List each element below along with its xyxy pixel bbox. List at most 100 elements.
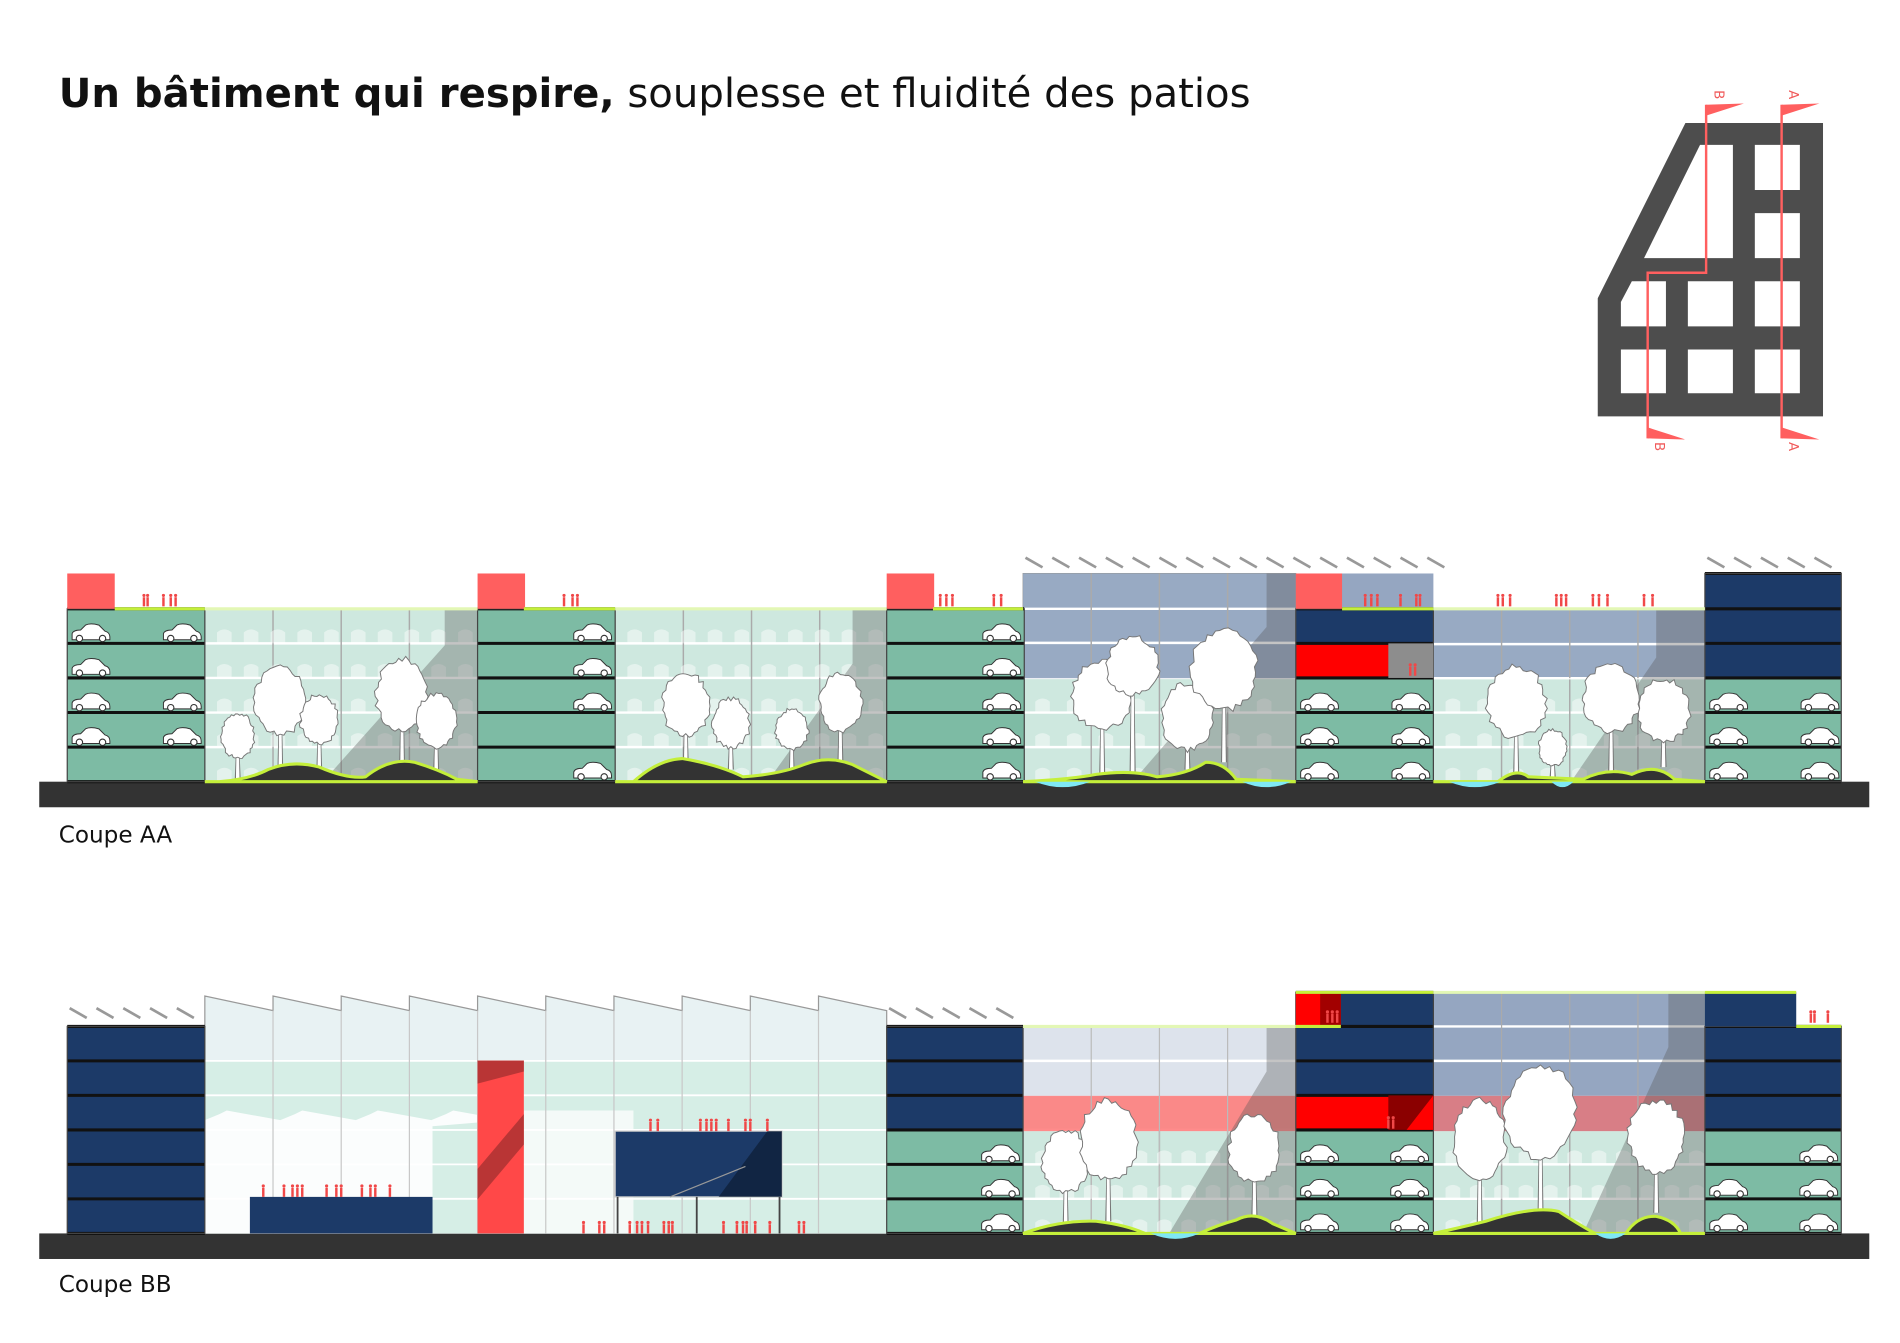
car-icon <box>1391 692 1431 712</box>
parked-car-silhouette <box>1278 1184 1294 1199</box>
car-wheel <box>1008 1155 1016 1164</box>
person-icon <box>1501 593 1505 607</box>
car-wheel <box>1736 773 1744 781</box>
tree-icon <box>1637 678 1692 768</box>
car-wheel <box>75 703 84 712</box>
water-pond <box>1242 781 1291 788</box>
tree-trunk-fill <box>317 736 322 775</box>
parked-car-silhouette <box>404 629 420 644</box>
office-floor <box>1704 1060 1842 1096</box>
tree-trunk-fill <box>1106 1168 1111 1222</box>
person-head <box>373 1184 377 1188</box>
parked-car-silhouette <box>1181 1184 1196 1199</box>
car-wheel <box>985 1190 993 1198</box>
parked-car-silhouette <box>841 663 857 678</box>
tree-trunk <box>1220 698 1228 763</box>
person-body <box>1555 597 1558 607</box>
car-icon <box>1800 692 1840 712</box>
person-icon <box>741 1220 745 1234</box>
car-wheel <box>167 738 175 746</box>
car-wheel <box>1418 703 1427 712</box>
person-body <box>722 1224 725 1234</box>
parked-car-silhouette <box>761 629 776 644</box>
parked-car-silhouette <box>1083 1184 1099 1199</box>
parked-car-silhouette <box>297 629 312 644</box>
parked-car-silhouette <box>1477 733 1492 748</box>
person-icon <box>295 1184 299 1197</box>
person-body <box>262 1187 265 1197</box>
person-icon <box>698 1118 702 1132</box>
person-head <box>161 593 166 597</box>
car-wheel <box>985 1224 993 1233</box>
person-head <box>656 1118 660 1122</box>
car-icon <box>71 623 111 643</box>
car-icon <box>1300 761 1339 781</box>
shadow <box>477 1060 524 1200</box>
person-body <box>945 597 948 607</box>
person-icon <box>602 1220 606 1234</box>
tree-crown <box>1537 727 1568 767</box>
tree-crown <box>1226 1113 1280 1183</box>
person-head <box>368 1184 373 1188</box>
parked-car-silhouette <box>654 733 669 748</box>
solar-panel-icon <box>1760 556 1779 569</box>
office-floor <box>67 1198 205 1234</box>
person-body <box>374 1187 377 1197</box>
solar-panel-icon <box>995 1007 1014 1020</box>
parked-car-silhouette <box>814 629 830 644</box>
car-wheel <box>600 634 608 643</box>
solar-panel-icon <box>1158 556 1178 569</box>
person-icon <box>1559 593 1563 607</box>
parked-car-silhouette <box>1278 1150 1294 1165</box>
person-icon <box>562 593 566 607</box>
parked-car-silhouette <box>1572 733 1587 748</box>
pavilion-low <box>249 1196 433 1234</box>
parked-car-silhouette <box>1689 1219 1704 1234</box>
parked-car-silhouette <box>1205 1184 1221 1199</box>
tree-trunk-fill <box>838 722 843 765</box>
person-head <box>1325 1010 1330 1014</box>
office-floor <box>1704 1095 1842 1130</box>
parked-car-silhouette <box>350 629 366 644</box>
person-icon <box>1508 593 1512 607</box>
car-wheel <box>1009 634 1018 643</box>
car-wheel <box>1713 1190 1721 1198</box>
person-icon <box>950 593 955 607</box>
tree-icon <box>661 673 711 768</box>
person-head <box>1554 593 1558 597</box>
car-icon <box>1300 1144 1339 1164</box>
person-icon <box>373 1184 377 1197</box>
car-wheel <box>1327 773 1335 781</box>
person-icon <box>628 1220 632 1234</box>
shadow <box>1320 992 1341 1027</box>
car-wheel <box>1304 703 1312 712</box>
office-floor <box>67 1060 205 1096</box>
car-wheel <box>1826 1155 1835 1164</box>
car-wheel <box>1008 1190 1016 1198</box>
person-body <box>1501 597 1505 607</box>
person-head <box>1809 1010 1813 1014</box>
person-icon <box>261 1184 265 1197</box>
car-icon <box>1300 1213 1339 1233</box>
parked-car-silhouette <box>1035 698 1050 713</box>
person-icon <box>142 593 146 607</box>
parked-car-silhouette <box>868 663 884 678</box>
cut-line-b <box>1646 104 1708 439</box>
person-body <box>1415 597 1418 607</box>
car-icon <box>982 623 1022 643</box>
person-head <box>648 1118 653 1122</box>
car-wheel <box>577 669 585 677</box>
person-head <box>748 1118 752 1122</box>
parked-car-silhouette <box>680 629 696 644</box>
parked-car-silhouette <box>1254 1184 1270 1199</box>
car-wheel <box>1394 1224 1402 1233</box>
car-icon <box>1709 761 1749 781</box>
person-icon <box>662 1220 666 1234</box>
tree-trunk-fill <box>1222 698 1226 763</box>
person-icon <box>944 593 948 607</box>
person-icon <box>670 1220 674 1234</box>
tree-trunk-fill <box>1477 1168 1482 1230</box>
water-pond <box>1449 781 1501 788</box>
person-icon <box>1398 593 1403 607</box>
parked-car-silhouette <box>1256 733 1272 748</box>
